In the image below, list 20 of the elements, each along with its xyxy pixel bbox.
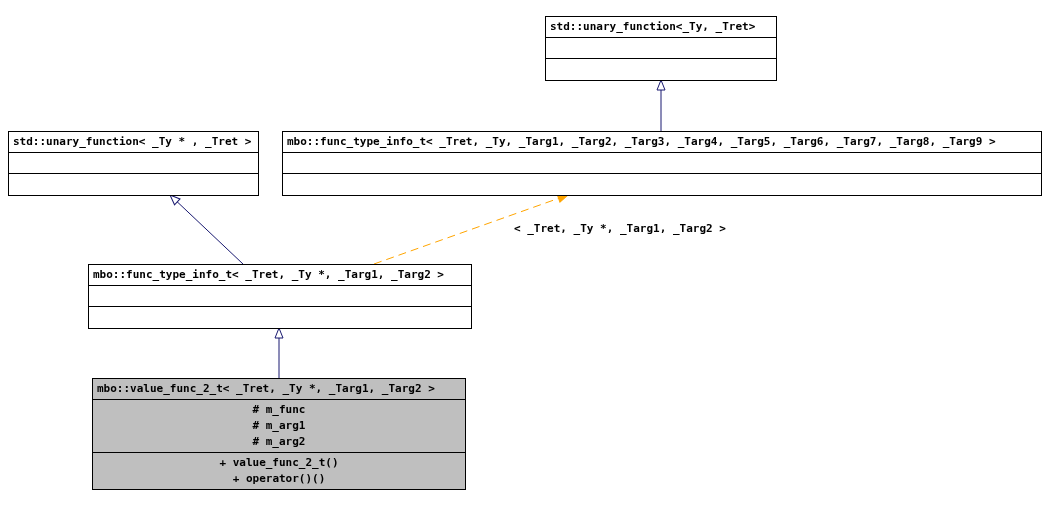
edge-label: < _Tret, _Ty *, _Targ1, _Targ2 > [512,221,728,238]
inheritance-arrow [169,194,244,265]
class-box [88,264,472,329]
attribute: # m_arg2 [252,434,306,450]
inheritance-arrow [656,79,666,132]
inheritance-arrow [274,327,284,379]
class-name: std::unary_function<_Ty, _Tret> [550,18,756,35]
class-box [545,16,777,81]
class-name: mbo::func_type_info_t< _Tret, _Ty, _Targ1, _Targ2, _Targ3, _Targ4, _Targ5, _Targ6, _Targ7, _Targ8, _Targ9 > [287,133,996,150]
attribute: # m_arg1 [252,418,306,434]
class-box [282,131,1042,196]
method: + value_func_2_t() [219,455,339,471]
class-name: mbo::func_type_info_t< _Tret, _Ty *, _Targ1, _Targ2 > [93,266,444,283]
class-name: mbo::value_func_2_t< _Tret, _Ty *, _Targ1, _Targ2 > [97,380,435,397]
class-name: std::unary_function< _Ty * , _Tret > [13,133,252,150]
class-box [8,131,259,196]
method: + operator()() [232,471,326,487]
class-box [92,378,466,490]
inheritance-arrow [373,194,569,265]
attribute: # m_func [252,402,306,418]
